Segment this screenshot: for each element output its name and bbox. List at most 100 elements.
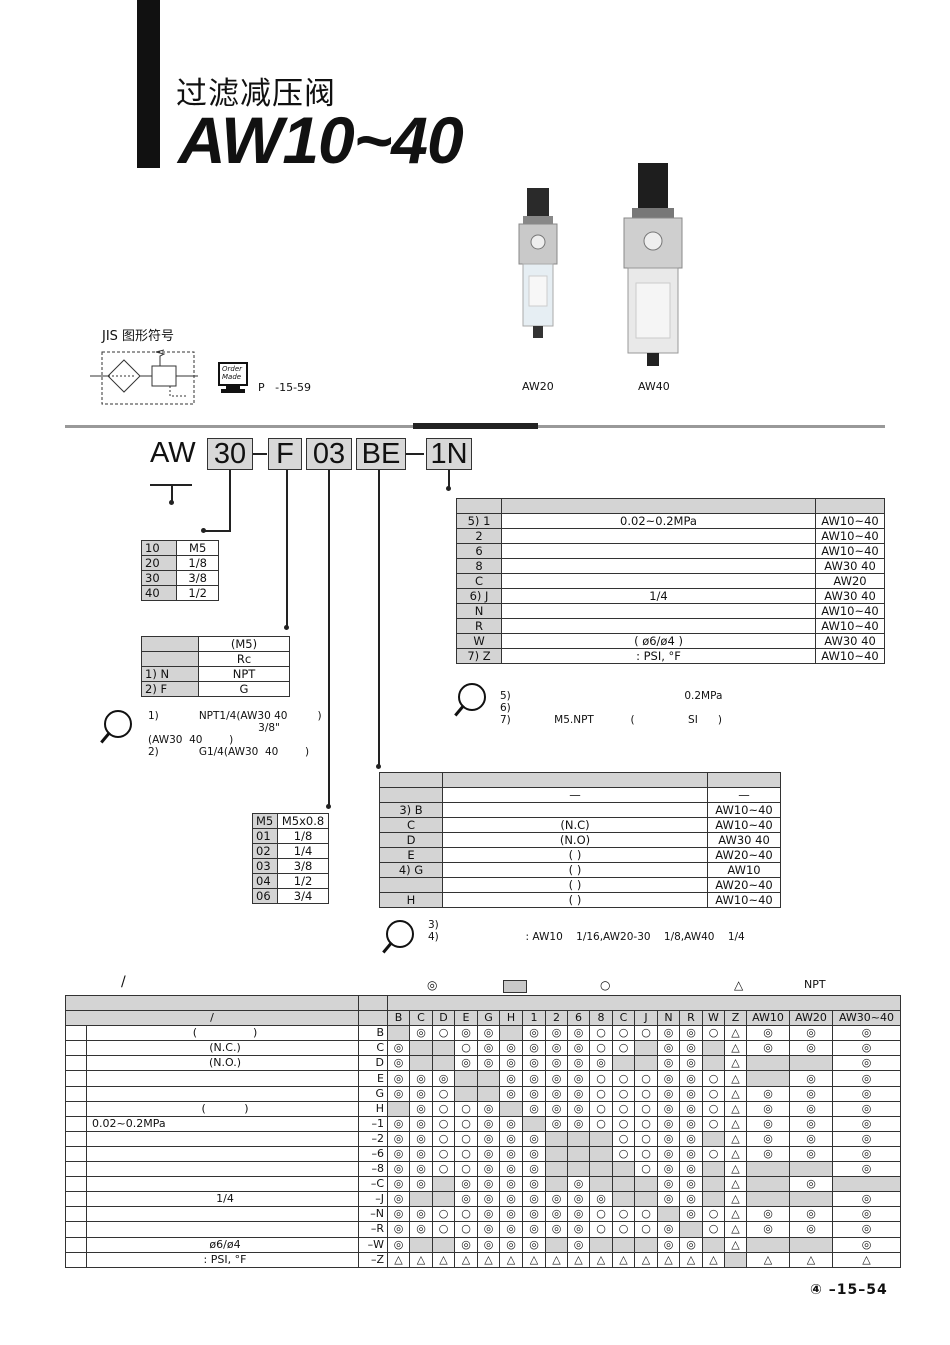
matrix-cell: ◎ xyxy=(567,1236,590,1253)
matrix-cell: ◎ xyxy=(746,1100,790,1117)
matrix-cell: ◎ xyxy=(432,1070,455,1087)
matrix-row-label: ø6/ø4 xyxy=(65,1236,359,1253)
matrix-cell-gray xyxy=(432,1055,455,1072)
header-cell xyxy=(387,994,901,1012)
matrix-cell: ◎ xyxy=(477,1025,500,1042)
matrix-cell: ◎ xyxy=(789,1145,833,1163)
matrix-cell: ○ xyxy=(454,1040,478,1057)
matrix-cell: ◎ xyxy=(477,1115,500,1132)
matrix-row-label: (N.O.) xyxy=(65,1055,359,1072)
port-value: 3/8 xyxy=(277,858,329,874)
matrix-cell-gray xyxy=(589,1145,613,1163)
matrix-cell: ◎ xyxy=(409,1115,433,1132)
matrix-cell: ○ xyxy=(432,1145,455,1163)
matrix-row: –C◎◎◎◎◎◎◎◎◎△◎ xyxy=(65,1176,901,1193)
header-cell xyxy=(358,1010,388,1027)
table-row: (M5) xyxy=(141,636,290,652)
matrix-cell: ◎ xyxy=(567,1055,590,1072)
matrix-cell-gray xyxy=(545,1236,568,1253)
matrix-cell: ◎ xyxy=(789,1221,833,1238)
matrix-cell-gray xyxy=(832,1176,901,1193)
legend-slash: / xyxy=(121,974,126,990)
matrix-cell: ◎ xyxy=(522,1100,546,1117)
matrix-cell: ◎ xyxy=(679,1085,703,1102)
matrix-row-label: ( ) xyxy=(65,1100,359,1117)
matrix-cell: ◎ xyxy=(832,1161,901,1178)
matrix-cell-gray xyxy=(724,1251,747,1268)
port-code: 06 xyxy=(251,888,279,904)
matrix-cell: △ xyxy=(724,1145,747,1163)
matrix-cell-gray xyxy=(567,1145,590,1163)
magnifier-handle xyxy=(382,941,393,954)
matrix-cell: ○ xyxy=(454,1161,478,1178)
matrix-cell: ○ xyxy=(589,1115,613,1132)
jis-symbol-label: JIS 图形符号 xyxy=(102,329,175,344)
connector xyxy=(204,530,230,532)
matrix-cell: ○ xyxy=(634,1115,658,1132)
port-code: M5 xyxy=(251,813,279,829)
matrix-cell-gray xyxy=(522,1115,546,1132)
matrix-cell: ◎ xyxy=(409,1085,433,1102)
matrix-cell: ○ xyxy=(702,1025,725,1042)
matrix-cell: ◎ xyxy=(409,1100,433,1117)
drain-models: AW30 40 xyxy=(707,832,781,848)
matrix-cell: △ xyxy=(432,1251,455,1268)
code-port: 03 xyxy=(306,438,352,470)
drain-code: 3) B xyxy=(379,802,443,818)
matrix-cell-gray xyxy=(432,1176,455,1193)
matrix-cell: ◎ xyxy=(454,1236,478,1253)
magnifier-icon xyxy=(458,683,486,711)
matrix-row: ( )B◎○◎◎◎◎◎○○○◎◎○△◎◎◎ xyxy=(65,1025,901,1042)
drain-models: AW20~40 xyxy=(707,877,781,893)
matrix-cell: ○ xyxy=(432,1130,455,1147)
option-code: W xyxy=(456,633,502,649)
drain-code: D xyxy=(379,832,443,848)
matrix-cell: ◎ xyxy=(832,1221,901,1238)
matrix-row-suffix: –2 xyxy=(358,1130,388,1147)
matrix-cell: ◎ xyxy=(789,1040,833,1057)
matrix-cell: ◎ xyxy=(499,1161,523,1178)
drain-description: ( ) xyxy=(442,877,708,893)
matrix-cell-gray xyxy=(454,1085,478,1102)
matrix-cell-gray xyxy=(454,1070,478,1087)
matrix-column-header: J xyxy=(634,1010,658,1027)
matrix-cell: ○ xyxy=(702,1085,725,1102)
matrix-cell: ◎ xyxy=(679,1161,703,1178)
matrix-cell: ○ xyxy=(432,1221,455,1238)
matrix-cell: ◎ xyxy=(454,1176,478,1193)
matrix-cell: ○ xyxy=(612,1085,635,1102)
matrix-cell: △ xyxy=(724,1191,747,1208)
matrix-cell: ◎ xyxy=(477,1191,500,1208)
matrix-row-suffix: –C xyxy=(358,1176,388,1193)
matrix-cell: ◎ xyxy=(657,1145,680,1163)
code-dash xyxy=(406,453,424,455)
matrix-cell: ◎ xyxy=(746,1206,790,1223)
drain-models: — xyxy=(707,787,781,803)
matrix-cell-gray xyxy=(789,1161,833,1178)
header-cell xyxy=(379,772,443,788)
order-made-icon: Order Made xyxy=(218,362,248,394)
note-line: (AW30 40 ) xyxy=(148,734,234,746)
note-line: 7) M5.NPT ( SI ) xyxy=(500,714,722,726)
thread-value: G xyxy=(198,681,290,697)
matrix-cell: ○ xyxy=(702,1221,725,1238)
header-cell xyxy=(65,994,359,1012)
table-row: —— xyxy=(379,787,781,803)
matrix-cell-gray xyxy=(634,1040,658,1057)
page-reference: P -15-59 xyxy=(258,381,312,394)
option-description xyxy=(501,528,816,544)
matrix-cell: ○ xyxy=(454,1100,478,1117)
matrix-cell: ◎ xyxy=(409,1221,433,1238)
table-row: H( )AW10~40 xyxy=(379,892,781,908)
matrix-cell: ○ xyxy=(634,1070,658,1087)
matrix-row-label-text: (N.O.) xyxy=(208,1056,242,1070)
code-drain: BE xyxy=(356,438,406,470)
matrix-row: (N.C.)C◎○◎◎◎◎◎○○◎◎△◎◎◎ xyxy=(65,1040,901,1057)
matrix-cell: ◎ xyxy=(454,1191,478,1208)
drain-code: 4) G xyxy=(379,862,443,878)
matrix-cell: △ xyxy=(724,1115,747,1132)
